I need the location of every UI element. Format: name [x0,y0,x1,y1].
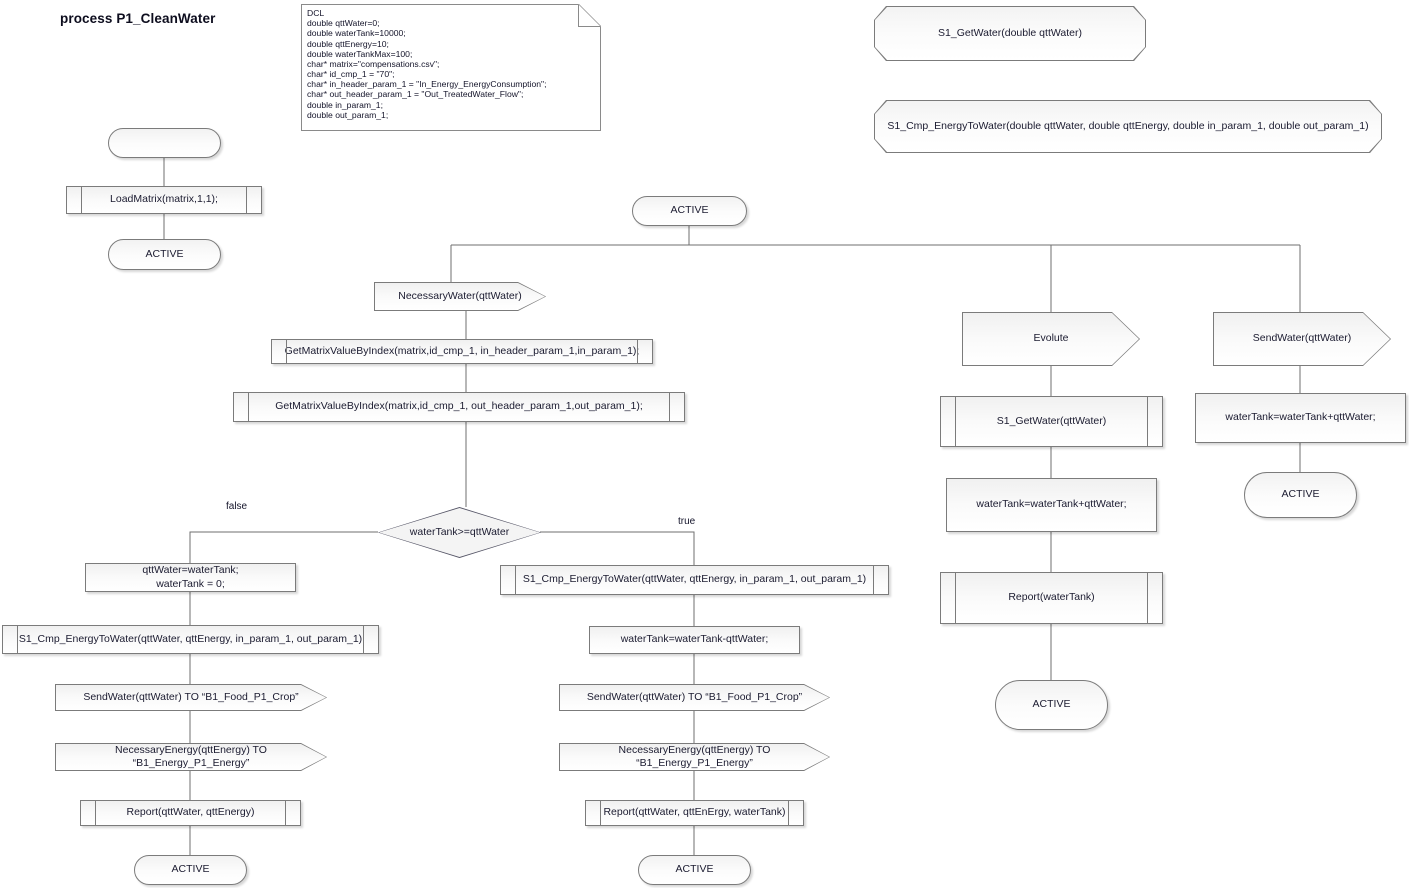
task-add-watertank-evolute[interactable]: waterTank=waterTank+qttWater; [946,478,1157,532]
procedure-report-evolute[interactable]: Report(waterTank) [940,572,1163,624]
task-assign-qttwater-watertank[interactable]: qttWater=waterTank; waterTank = 0; [85,563,296,592]
signal-declaration-cmp-energytowater: S1_Cmp_EnergyToWater(double qttWater, do… [874,100,1382,153]
procedure-loadmatrix[interactable]: LoadMatrix(matrix,1,1); [66,186,262,214]
procedure-report-false[interactable]: Report(qttWater, qttEnergy) [80,800,301,826]
output-signal-necessaryenergy-true[interactable]: NecessaryEnergy(qttEnergy) TO “B1_Energy… [559,743,830,771]
input-signal-sendwater[interactable]: SendWater(qttWater) [1213,312,1391,366]
signal-declaration-getwater: S1_GetWater(double qttWater) [874,6,1146,61]
output-signal-necessaryenergy-false-label: NecessaryEnergy(qttEnergy) TO “B1_Energy… [56,744,326,770]
decision-watertank-ge-qttwater[interactable]: waterTank>=qttWater [378,507,541,558]
branch-label-false: false [226,501,248,512]
output-signal-sendwater-true-label: SendWater(qttWater) TO “B1_Food_P1_Crop” [560,685,829,710]
output-signal-sendwater-false-label: SendWater(qttWater) TO “B1_Food_P1_Crop” [56,685,326,710]
input-signal-evolute-label: Evolute [963,313,1139,365]
state-active-false[interactable]: ACTIVE [134,855,247,885]
input-signal-evolute[interactable]: Evolute [962,312,1140,366]
output-signal-sendwater-false[interactable]: SendWater(qttWater) TO “B1_Food_P1_Crop” [55,684,327,711]
procedure-getmatrixvaluebyindex-out[interactable]: GetMatrixValueByIndex(matrix,id_cmp_1, o… [233,392,685,422]
input-signal-necessarywater-label: NecessaryWater(qttWater) [375,283,545,310]
state-active-evolute[interactable]: ACTIVE [995,680,1108,730]
procedure-getwater-evolute[interactable]: S1_GetWater(qttWater) [940,396,1163,447]
task-subtract-watertank[interactable]: waterTank=waterTank-qttWater; [589,626,800,654]
output-signal-necessaryenergy-false[interactable]: NecessaryEnergy(qttEnergy) TO “B1_Energy… [55,743,327,771]
branch-label-true: true [678,516,696,527]
input-signal-sendwater-label: SendWater(qttWater) [1214,313,1390,365]
signal-declaration-getwater-label: S1_GetWater(double qttWater) [875,7,1145,60]
state-active-true[interactable]: ACTIVE [638,855,751,885]
state-active-main[interactable]: ACTIVE [632,196,747,226]
page-title: process P1_CleanWater [60,11,216,26]
start-state[interactable] [108,128,221,158]
procedure-cmp-energytowater-false[interactable]: S1_Cmp_EnergyToWater(qttWater, qttEnergy… [2,625,379,654]
dcl-text: DCL double qttWater=0; double waterTank=… [307,8,547,120]
decision-label: waterTank>=qttWater [379,508,540,557]
procedure-getmatrixvaluebyindex-in[interactable]: GetMatrixValueByIndex(matrix,id_cmp_1, i… [271,339,653,364]
signal-declaration-cmp-energytowater-label: S1_Cmp_EnergyToWater(double qttWater, do… [875,101,1381,152]
task-add-watertank-sendwater[interactable]: waterTank=waterTank+qttWater; [1195,393,1406,443]
procedure-cmp-energytowater-true[interactable]: S1_Cmp_EnergyToWater(qttWater, qttEnergy… [500,565,889,595]
input-signal-necessarywater[interactable]: NecessaryWater(qttWater) [374,282,546,311]
dcl-declaration-note: DCL double qttWater=0; double waterTank=… [301,4,601,131]
output-signal-sendwater-true[interactable]: SendWater(qttWater) TO “B1_Food_P1_Crop” [559,684,830,711]
procedure-report-true[interactable]: Report(qttWater, qttEnErgy, waterTank) [585,800,804,826]
state-active-sendwater[interactable]: ACTIVE [1244,472,1357,518]
output-signal-necessaryenergy-true-label: NecessaryEnergy(qttEnergy) TO “B1_Energy… [560,744,829,770]
state-active-init[interactable]: ACTIVE [108,239,221,270]
